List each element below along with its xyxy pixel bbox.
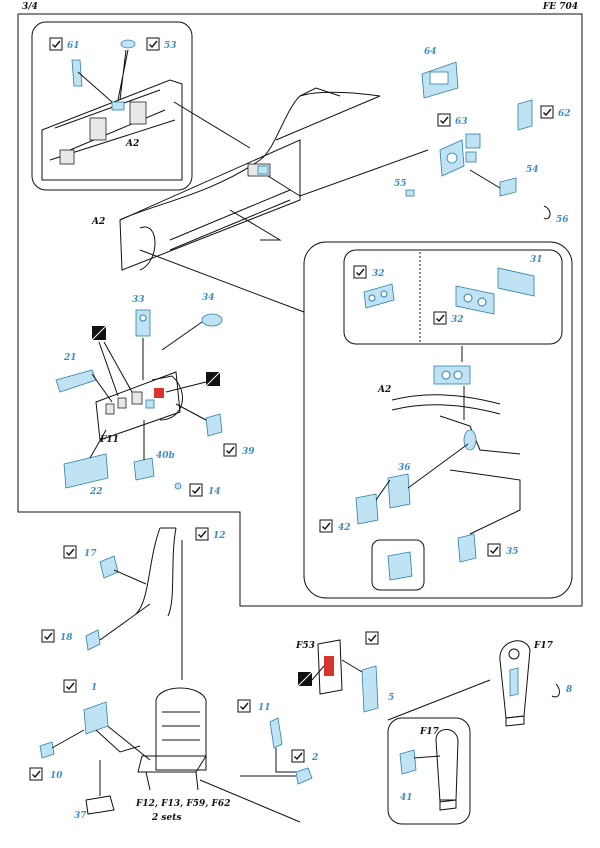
part-5-shape bbox=[361, 665, 379, 713]
part-33: 33 bbox=[132, 295, 145, 305]
part-64: 64 bbox=[424, 47, 437, 57]
part-32a: 32 bbox=[372, 269, 385, 279]
label-f11: F11 bbox=[99, 435, 119, 445]
part-22-shape bbox=[63, 453, 109, 489]
part-54: 54 bbox=[526, 165, 539, 175]
part-14: 14 bbox=[208, 487, 221, 497]
leader-63 bbox=[267, 149, 429, 197]
inset-box-f17 bbox=[387, 717, 471, 825]
callout-subbox bbox=[343, 249, 563, 345]
part-34: 34 bbox=[202, 293, 215, 303]
part-61: 61 bbox=[67, 41, 80, 51]
label-a2-inset: A2 bbox=[125, 139, 139, 149]
seat-harness bbox=[85, 527, 177, 651]
part-31: 31 bbox=[530, 255, 543, 265]
label-a2-right: A2 bbox=[377, 385, 391, 395]
part-64-plate bbox=[421, 61, 459, 99]
part-5: 5 bbox=[388, 693, 394, 703]
part-62-shape bbox=[517, 99, 533, 131]
frame-region-divider bbox=[17, 14, 582, 607]
part-1: 1 bbox=[91, 683, 97, 693]
part-32-assembled bbox=[433, 365, 471, 385]
detail-box-42 bbox=[371, 539, 425, 591]
part-53: 53 bbox=[164, 41, 177, 51]
part-35: 35 bbox=[506, 547, 519, 557]
part-12: 12 bbox=[213, 531, 226, 541]
callout-box-right bbox=[303, 241, 573, 599]
inset-box-a2 bbox=[31, 21, 193, 191]
part-22: 22 bbox=[89, 487, 103, 497]
part-41: 41 bbox=[400, 793, 413, 803]
seat-sets: 2 sets bbox=[151, 813, 181, 823]
part-8: 8 bbox=[566, 685, 573, 695]
part-55: 55 bbox=[394, 179, 407, 189]
part-32-shape-a bbox=[363, 283, 395, 309]
part-18: 18 bbox=[60, 633, 73, 643]
part-56: 56 bbox=[556, 215, 569, 225]
label-f17: F17 bbox=[533, 641, 554, 651]
label-f17-inset: F17 bbox=[419, 727, 440, 737]
part-63: 63 bbox=[455, 117, 468, 127]
part-39-shape bbox=[205, 413, 223, 437]
part-62: 62 bbox=[558, 109, 571, 119]
product-code: FE 704 bbox=[542, 2, 578, 12]
part-39: 39 bbox=[242, 447, 255, 457]
leader-callout bbox=[139, 249, 305, 313]
inset-fuselage-sketch bbox=[41, 39, 183, 181]
seat-frame bbox=[137, 687, 207, 791]
leader-inset bbox=[173, 101, 251, 149]
label-f53: F53 bbox=[295, 641, 315, 651]
fuselage-sidewall bbox=[119, 87, 381, 271]
part-36: 36 bbox=[398, 463, 411, 473]
instrument-panel-group bbox=[95, 371, 183, 441]
part-37: 37 bbox=[74, 811, 87, 821]
part-42: 42 bbox=[338, 523, 351, 533]
part-32b: 32 bbox=[451, 315, 464, 325]
page-number: 3/4 bbox=[22, 2, 38, 12]
part-2: 2 bbox=[311, 753, 318, 763]
part-40b: 40b bbox=[156, 451, 175, 461]
part-11: 11 bbox=[258, 703, 271, 713]
label-a2-main: A2 bbox=[91, 217, 105, 227]
part-10: 10 bbox=[50, 771, 63, 781]
seat-caption: F12, F13, F59, F62 bbox=[135, 799, 230, 809]
part-21: 21 bbox=[63, 353, 77, 363]
part-17: 17 bbox=[84, 549, 97, 559]
